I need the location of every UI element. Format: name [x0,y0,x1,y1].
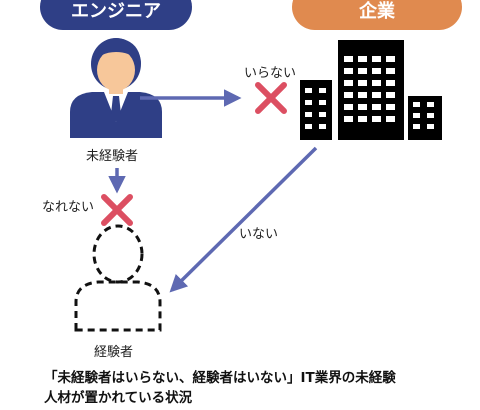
arrow-company-to-experienced [169,146,318,293]
inexperienced-engineer-icon [70,38,162,138]
experienced-label: 経験者 [94,345,133,360]
engineer-pill-label: エンジニア [71,1,161,22]
experienced-person-icon [74,224,162,332]
none-exist-label: いない [239,227,278,242]
cannot-become-label: なれない [42,200,94,215]
company-pill: 企業 [292,0,462,30]
caption-line-2: 人材が置かれている状況 [44,390,193,406]
company-building-icon [300,40,442,140]
figure-caption: 「未経験者はいらない、経験者はいない」IT業界の未経験 人材が置かれている状況 [44,368,474,408]
inexperienced-label: 未経験者 [86,149,138,164]
caption-line-1: 「未経験者はいらない、経験者はいない」IT業界の未経験 [44,370,396,386]
cross-not-needed-icon [255,82,287,114]
not-needed-label: いらない [244,66,296,81]
company-pill-label: 企業 [358,0,396,22]
cross-cannot-become-icon [101,194,133,226]
engineer-pill: エンジニア [40,0,192,30]
